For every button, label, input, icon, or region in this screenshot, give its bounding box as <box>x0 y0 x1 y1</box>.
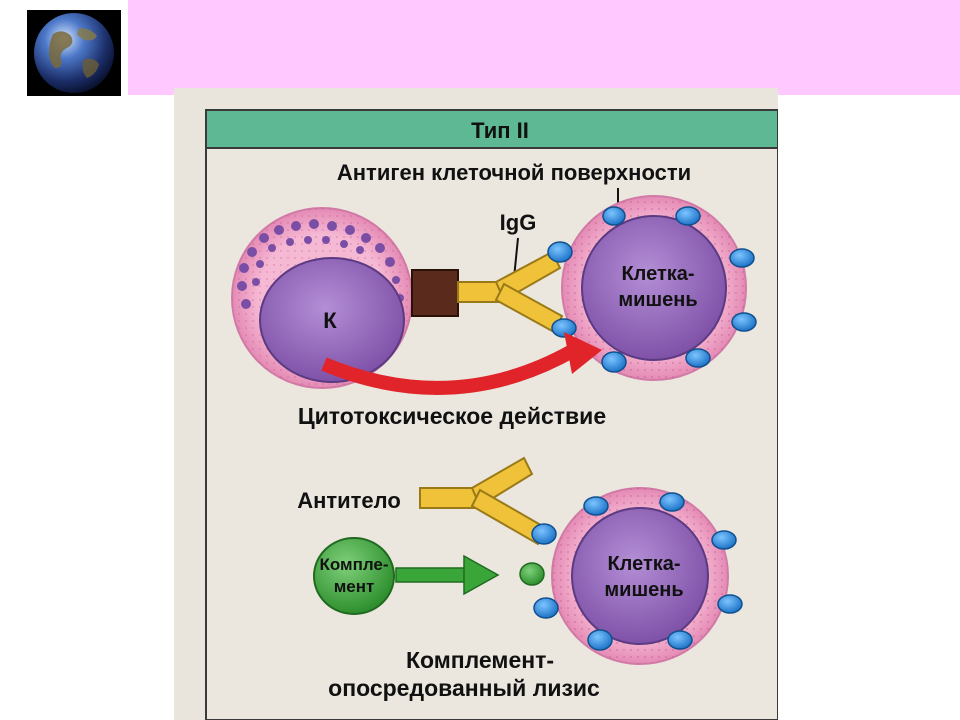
surface-antigens-2 <box>531 492 743 651</box>
target-cell-2-line2: мишень <box>604 579 683 601</box>
target-cell-2-nucleus <box>571 507 709 645</box>
type-ii-diagram: Тип II Антиген клеточной поверхности IgG <box>174 88 778 720</box>
antibody-label: Антитело <box>297 488 401 513</box>
target-cell-1-nucleus <box>581 215 727 361</box>
igg-label: IgG <box>500 210 537 235</box>
complement-arrowhead <box>463 554 500 596</box>
section-header-bar <box>205 109 778 149</box>
antigen-label: Антиген клеточной поверхности <box>337 160 691 185</box>
globe-logo <box>27 10 121 96</box>
complement: Компле- мент <box>313 537 395 615</box>
lysis-label-line1: Комплемент- <box>406 647 554 673</box>
complement-bound <box>519 562 545 586</box>
target-cell-1-line2: мишень <box>618 289 697 311</box>
cytotoxic-label: Цитотоксическое действие <box>298 403 606 429</box>
globe-icon <box>34 13 114 93</box>
cytotoxic-arrow <box>321 343 578 395</box>
lysis-label-line2: опосредованный лизис <box>328 675 600 701</box>
k-cell-label: К <box>323 308 337 333</box>
target-cell-1-line1: Клетка- <box>621 263 694 285</box>
free-antibody <box>419 456 548 546</box>
title-band <box>128 0 960 95</box>
complement-line1: Компле- <box>319 555 388 574</box>
k-cell-nucleus <box>259 257 405 383</box>
target-cell-2: Клетка- мишень <box>551 487 729 665</box>
target-cell-1: Клетка- мишень <box>561 195 747 381</box>
complement-arrow <box>395 567 467 583</box>
k-cell: К <box>231 207 413 389</box>
cytotoxic-arrowhead <box>564 332 602 374</box>
k-cell-granules <box>237 219 404 309</box>
section-title: Тип II <box>471 118 529 143</box>
fc-receptor <box>411 269 459 317</box>
surface-antigens-1 <box>547 206 757 373</box>
igg-antibody <box>457 250 564 334</box>
complement-line2: мент <box>334 577 375 596</box>
target-cell-2-line1: Клетка- <box>607 553 680 575</box>
